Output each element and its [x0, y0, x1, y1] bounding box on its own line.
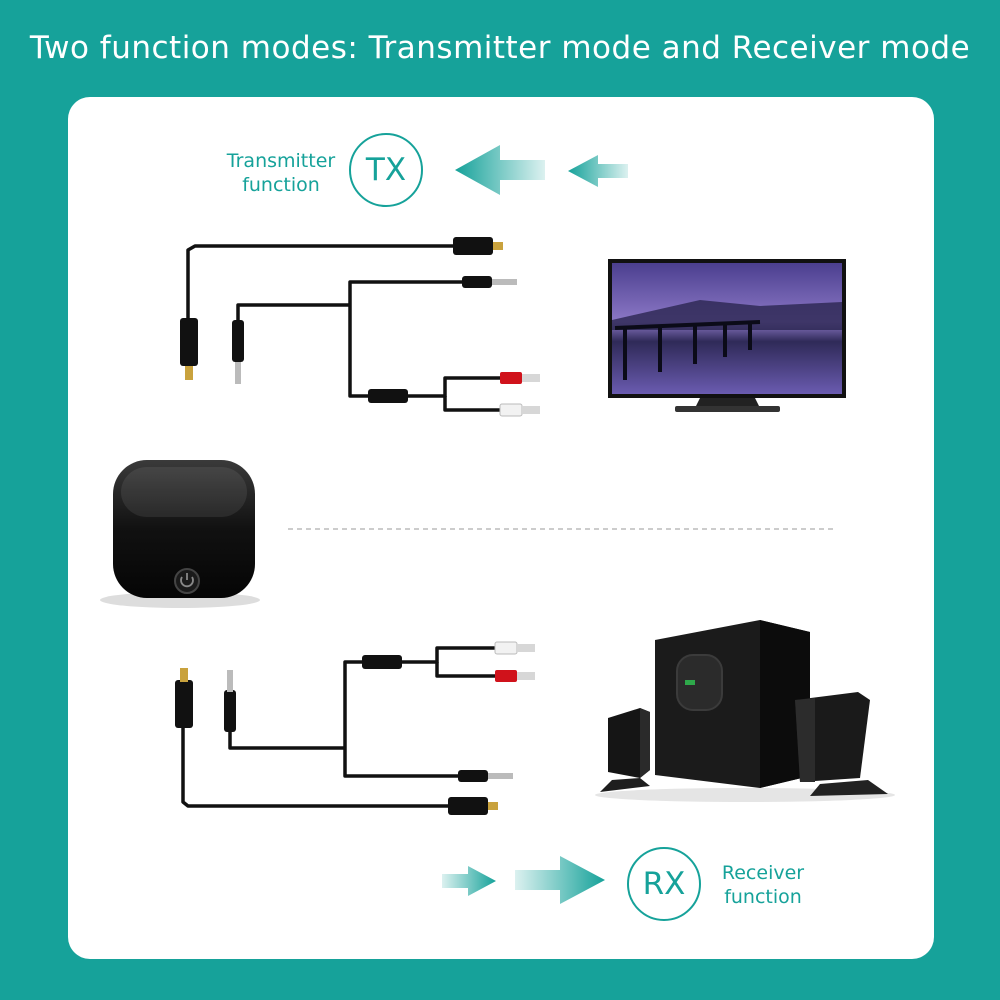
transmitter-label-line1: Transmitter — [226, 150, 336, 172]
tx-connectors — [180, 237, 540, 417]
rx-arrows-icon — [442, 856, 605, 904]
page-title: Two function modes: Transmitter mode and… — [29, 30, 971, 66]
tx-arrows-icon — [455, 145, 628, 195]
transmitter-function-label: Transmitter function — [214, 149, 348, 197]
rx-connectors — [175, 641, 535, 815]
television-image — [608, 259, 846, 412]
receiver-function-label: Receiver function — [705, 861, 821, 909]
transmitter-label-line2: function — [242, 174, 320, 196]
rx-badge: RX — [627, 847, 701, 921]
speaker-system-image — [595, 620, 895, 802]
rx-cables — [181, 646, 495, 808]
tx-cables — [186, 244, 500, 412]
tx-badge: TX — [349, 133, 423, 207]
power-icon — [180, 573, 194, 588]
receiver-label-line2: function — [724, 886, 802, 908]
bluetooth-device-image — [100, 460, 260, 608]
receiver-label-line1: Receiver — [721, 862, 805, 884]
